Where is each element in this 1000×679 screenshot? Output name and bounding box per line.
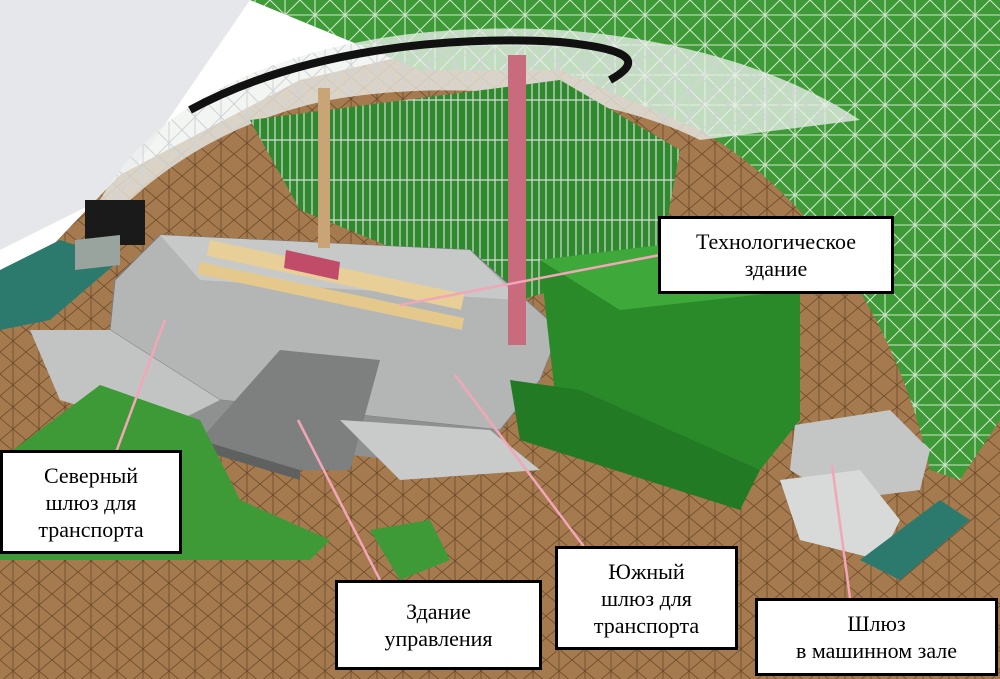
label-south-gateway: Южный шлюз для транспорта	[555, 546, 738, 650]
control-building-block	[200, 350, 380, 470]
inner-scaffold	[250, 80, 680, 300]
label-control-building: Здание управления	[335, 580, 542, 670]
label-tech-building-line1: Технологическое	[695, 229, 857, 254]
tech-building-steps	[510, 380, 760, 510]
pointer-turbine-gateway	[830, 464, 852, 599]
right-rail-strip	[860, 500, 970, 580]
pointer-tech-building	[399, 253, 661, 307]
label-south-gateway-line2: шлюз для	[601, 585, 692, 611]
label-north-gateway-line1: Северный	[43, 462, 139, 488]
label-north-gateway: Северный шлюз для транспорта	[0, 450, 182, 554]
pointer-south-gateway	[454, 374, 586, 549]
pink-cargo	[284, 250, 340, 280]
arch-frame-lattice	[100, 28, 860, 210]
green-pad-middle	[370, 520, 450, 580]
south-walkway	[340, 420, 540, 480]
label-control-building-line2: управления	[384, 626, 493, 651]
label-turbine-hall-gateway-line1: Шлюз	[847, 611, 906, 636]
arch-rim	[188, 36, 633, 114]
label-turbine-hall-gateway: Шлюз в машинном зале	[755, 598, 998, 676]
pointer-north-gateway	[113, 319, 167, 456]
pointer-control-building	[296, 419, 382, 581]
label-north-gateway-line3: транспорта	[38, 516, 144, 542]
label-control-building-line1: Здание	[406, 599, 471, 624]
pointer-lines	[113, 253, 852, 599]
label-tech-building-line2: здание	[744, 256, 808, 281]
control-building-side	[200, 440, 300, 480]
label-turbine-hall-gateway-line2: в машинном зале	[795, 638, 958, 663]
label-south-gateway-line3: транспорта	[593, 612, 700, 638]
label-tech-building: Технологическое здание	[658, 216, 894, 294]
label-north-gateway-line2: шлюз для	[45, 489, 137, 515]
left-small-box	[75, 235, 120, 270]
sky-area	[0, 0, 250, 250]
left-dark-frame	[85, 200, 145, 245]
pink-column	[508, 55, 526, 345]
label-south-gateway-line1: Южный	[608, 558, 685, 584]
wooden-tower	[318, 88, 330, 248]
